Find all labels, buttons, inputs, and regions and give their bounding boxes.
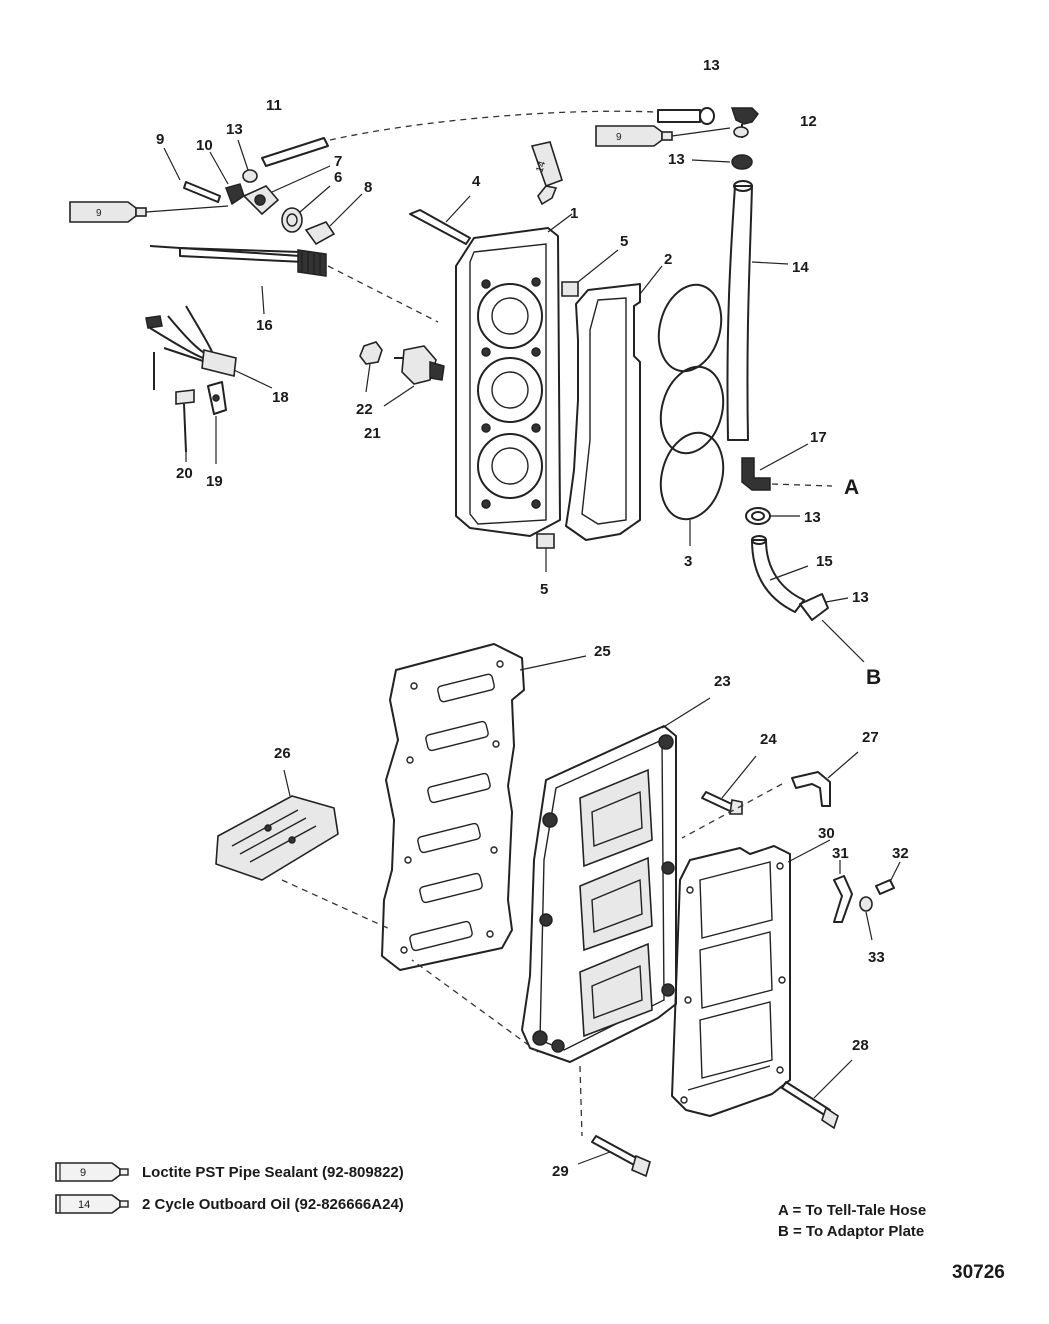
callout-4: 4 — [472, 173, 481, 190]
callout-6: 6 — [334, 169, 342, 186]
tube-label-9: 9 — [616, 132, 622, 143]
callout-18: 18 — [272, 389, 289, 406]
dowel-pin-lower — [536, 533, 555, 572]
callout-30: 30 — [818, 825, 835, 842]
callout-27: 27 — [862, 729, 879, 746]
tube-label-14: 14 — [534, 159, 548, 173]
callout-5: 5 — [620, 233, 628, 250]
clip-screw — [875, 861, 901, 895]
callout-29: 29 — [552, 1163, 569, 1180]
dowel-pin-upper — [561, 249, 619, 297]
callout-17: 17 — [810, 429, 827, 446]
oil-tube-icon — [530, 141, 563, 206]
callout-20: 20 — [176, 465, 193, 482]
exhaust-cover-plate — [411, 697, 711, 1137]
thermostat-fitting — [209, 151, 245, 206]
cylinder-head-gasket — [565, 265, 663, 541]
callout-28: 28 — [852, 1037, 869, 1054]
t-fitting — [730, 107, 759, 138]
hose-clamp-top — [657, 107, 715, 125]
callout-23: 23 — [714, 673, 731, 690]
hose-clamp-small — [237, 139, 258, 183]
callout-33: 33 — [868, 949, 885, 966]
cylinder-head — [455, 213, 573, 537]
callout-10: 10 — [196, 137, 213, 154]
legend-text-oil: 2 Cycle Outboard Oil (92-826666A24) — [142, 1195, 404, 1213]
callout-19: 19 — [206, 473, 223, 490]
callout-13: 13 — [852, 589, 869, 606]
elbow-fitting — [741, 443, 833, 491]
tell-tale-hose — [726, 180, 789, 441]
note-a: A = To Tell-Tale Hose — [778, 1202, 927, 1219]
thermostat-cover — [242, 165, 331, 216]
legend-row-oil: 14 2 Cycle Outboard Oil (92-826666A24) — [54, 1191, 404, 1217]
callout-13: 13 — [226, 121, 243, 138]
legend-row-sealant: 9 Loctite PST Pipe Sealant (92-809822) — [54, 1159, 404, 1185]
callout-13: 13 — [804, 509, 821, 526]
ground-terminal — [207, 381, 227, 464]
callout-11: 11 — [266, 97, 282, 114]
ground-bolt — [175, 389, 195, 462]
callout-1: 1 — [570, 205, 578, 222]
adaptor-hose — [751, 535, 809, 613]
callout-8: 8 — [364, 179, 372, 196]
cover-bolt-bottom — [577, 1135, 651, 1178]
thermostat — [281, 185, 331, 233]
callout-26: 26 — [274, 745, 291, 762]
figure-number: 30726 — [952, 1262, 1005, 1283]
retainer-clip — [833, 860, 853, 923]
note-b: B = To Adaptor Plate — [778, 1223, 925, 1240]
hose-bracket — [681, 751, 859, 839]
hose-clamp-lower — [745, 507, 800, 525]
callout-24: 24 — [760, 731, 777, 748]
sealant-tube-icon: 9 — [55, 1162, 129, 1182]
callout-22: 22 — [356, 401, 373, 418]
tube-label-9: 9 — [96, 208, 102, 219]
callout-32: 32 — [892, 845, 909, 862]
exhaust-cover-gasket — [671, 839, 831, 1117]
connection-letter-a: A — [844, 476, 859, 499]
tell-tale-hose-segment — [261, 110, 656, 167]
callout-13: 13 — [703, 57, 720, 74]
gasket-kit-package — [215, 769, 393, 931]
cover-bolt-long — [781, 1059, 853, 1130]
callout-13: 13 — [668, 151, 685, 168]
callout-16: 16 — [256, 317, 273, 334]
cover-bolt-short — [701, 755, 757, 815]
o-rings — [657, 283, 725, 546]
legend-tube-label: 14 — [78, 1199, 90, 1211]
exhaust-manifold-gasket — [381, 643, 587, 971]
sensor-nut — [359, 341, 383, 393]
callout-3: 3 — [684, 553, 692, 570]
callout-9: 9 — [156, 131, 164, 148]
callout-5: 5 — [540, 581, 548, 598]
callout-31: 31 — [832, 845, 849, 862]
callout-14: 14 — [792, 259, 809, 276]
temperature-sensor — [383, 345, 445, 407]
wiring-harness — [145, 305, 273, 390]
callout-12: 12 — [800, 113, 817, 130]
connection-letter-b: B — [866, 666, 881, 689]
oil-tube-icon: 14 — [55, 1194, 129, 1214]
callout-15: 15 — [816, 553, 833, 570]
clip-washer — [859, 896, 873, 941]
hose-clamp-upper — [691, 154, 753, 170]
legend-text-sealant: Loctite PST Pipe Sealant (92-809822) — [142, 1163, 404, 1181]
callout-7: 7 — [334, 153, 342, 170]
callout-2: 2 — [664, 251, 672, 268]
sealant-tube-icon — [69, 201, 229, 223]
temperature-sensor-lead — [149, 245, 439, 323]
callout-21: 21 — [364, 425, 381, 442]
screw — [163, 147, 221, 203]
thermostat-grommet — [304, 193, 363, 246]
hose-clamp-end — [799, 593, 865, 663]
cylinder-head-bolt — [409, 195, 471, 245]
legend-tube-label: 9 — [80, 1167, 86, 1179]
sealant-tube-icon — [595, 125, 731, 147]
callout-25: 25 — [594, 643, 611, 660]
